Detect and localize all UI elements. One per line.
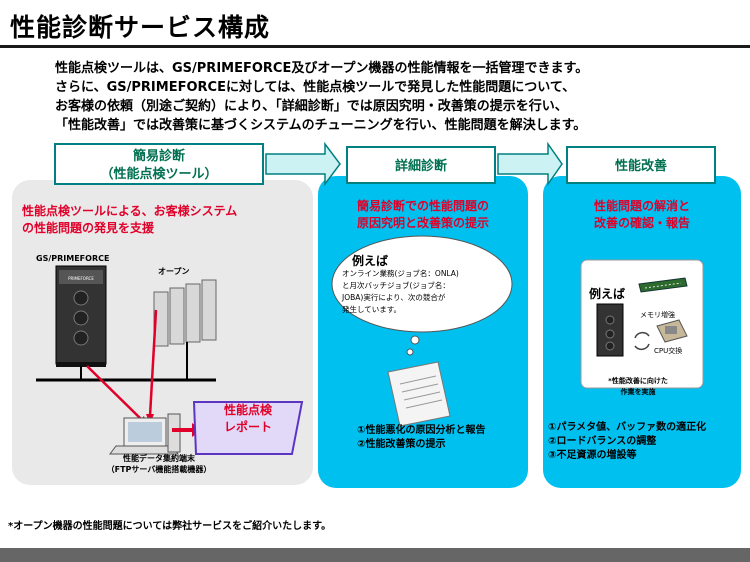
list-item: ①パラメタ値、バッファ数の適正化 (548, 422, 707, 433)
title-divider (0, 45, 750, 48)
stage-simple-sublabel: （性能点検ツール） (100, 167, 218, 182)
improve-heading-line: 性能問題の解消と (593, 199, 690, 213)
simple-panel-illustration: PRIMEFORCE (36, 265, 304, 455)
data-flow-arrow (86, 365, 143, 421)
stage-detail-diagnosis: 詳細診断 (346, 146, 496, 184)
arrow-detail-to-improve (497, 141, 563, 187)
memory-icon (638, 277, 688, 293)
intro-line: お客様の依頼（別途ご契約）により、「詳細診断」では原因究明・改善策の提示を行い、 (55, 99, 568, 114)
detail-example-heading: 例えば (352, 254, 389, 268)
bottom-bar (0, 548, 750, 562)
stage-simple-label: 簡易診断 (132, 149, 185, 164)
detail-panel-illustration (331, 235, 513, 427)
report-label-line: 性能点検 (223, 403, 272, 417)
cpu-icon (656, 319, 688, 343)
improve-work-note: *性能改善に向けた 作業を実施 (590, 376, 686, 398)
detail-heading-line: 原因究明と改善策の提示 (356, 216, 489, 230)
speech-cloud (331, 235, 513, 333)
cloud-line: と月次バッチジョブ(ジョブ名： (342, 281, 450, 290)
report-label: 性能点検 レポート (196, 402, 300, 454)
stage-arrows (265, 141, 563, 187)
improve-example-heading: 例えば (589, 287, 626, 301)
open-systems-label: オープン (158, 267, 190, 276)
improve-heading-line: 改善の確認・報告 (593, 216, 690, 230)
data-flow-arrow (148, 309, 158, 417)
page-title: 性能診断サービス構成 (10, 13, 271, 42)
intro-line: さらに、GS/PRIMEFORCEに対しては、性能点検ツールで発見した性能問題に… (55, 80, 576, 95)
footnote: *オープン機器の性能問題については弊社サービスをご紹介いたします。 (8, 521, 332, 532)
cpu-swap-label: CPU交換 (654, 347, 683, 355)
simple-panel-heading: 性能点検ツールによる、お客様システム の性能問題の発見を支援 (22, 203, 302, 237)
mainframe-icon (55, 265, 107, 367)
detail-example-text: オンライン業務(ジョブ名：ONLA) と月次バッチジョブ(ジョブ名： JOBA)… (342, 268, 502, 316)
note-line: *性能改善に向けた (608, 377, 668, 385)
arrow-simple-to-detail (265, 141, 341, 187)
terminal-icon (109, 413, 181, 455)
list-item: ②ロードバランスの調整 (548, 436, 657, 447)
detail-panel-heading: 簡易診断での性能問題の 原因究明と改善策の提示 (325, 198, 521, 232)
intro-line: 性能点検ツールは、GS/PRIMEFORCE及びオープン機器の性能情報を一括管理… (55, 61, 589, 76)
cloud-line: JOBA)実行により、次の競合が (342, 293, 446, 302)
terminal-label: 性能データ集約端末 （FTPサーバ機能搭載機器） (84, 453, 234, 475)
mainframe-plate-text: PRIMEFORCE (68, 276, 94, 281)
note-line: 作業を実施 (620, 388, 656, 396)
detail-deliverables-list: ①性能悪化の原因分析と報告 ②性能改善策の提示 (357, 424, 485, 452)
analysis-document-icon (387, 361, 451, 427)
stage-simple-diagnosis: 簡易診断 （性能点検ツール） (54, 143, 264, 185)
improve-actions-list: ①パラメタ値、バッファ数の適正化 ②ロードバランスの調整 ③不足資源の増設等 (548, 421, 706, 463)
memory-upgrade-label: メモリ増強 (640, 311, 675, 319)
intro-text: 性能点検ツールは、GS/PRIMEFORCE及びオープン機器の性能情報を一括管理… (55, 59, 588, 135)
report-document (192, 401, 304, 455)
list-item: ①性能悪化の原因分析と報告 (357, 425, 486, 436)
gs-primeforce-label: GS/PRIMEFORCE (36, 254, 110, 263)
report-label-line: レポート (223, 420, 272, 434)
simple-heading-line: の性能問題の発見を支援 (22, 221, 155, 235)
improve-panel-illustration (580, 259, 704, 389)
open-servers-icon (153, 279, 217, 347)
improve-panel-heading: 性能問題の解消と 改善の確認・報告 (550, 198, 734, 232)
cloud-line: オンライン業務(ジョブ名：ONLA) (342, 269, 459, 278)
cloud-line: 発生しています。 (342, 305, 402, 314)
intro-line: 「性能改善」では改善策に基づくシステムのチューニングを行い、性能問題を解決します… (55, 118, 587, 133)
list-item: ③不足資源の増設等 (548, 450, 637, 461)
list-item: ②性能改善策の提示 (357, 439, 446, 450)
detail-heading-line: 簡易診断での性能問題の (356, 199, 489, 213)
stage-performance-improvement: 性能改善 (566, 146, 716, 184)
swap-arrows-icon (634, 332, 650, 350)
simple-heading-line: 性能点検ツールによる、お客様システム (22, 204, 238, 218)
terminal-label-line: 性能データ集約端末 (123, 454, 195, 463)
terminal-label-line: （FTPサーバ機能搭載機器） (106, 465, 212, 474)
server-icon (596, 303, 624, 357)
